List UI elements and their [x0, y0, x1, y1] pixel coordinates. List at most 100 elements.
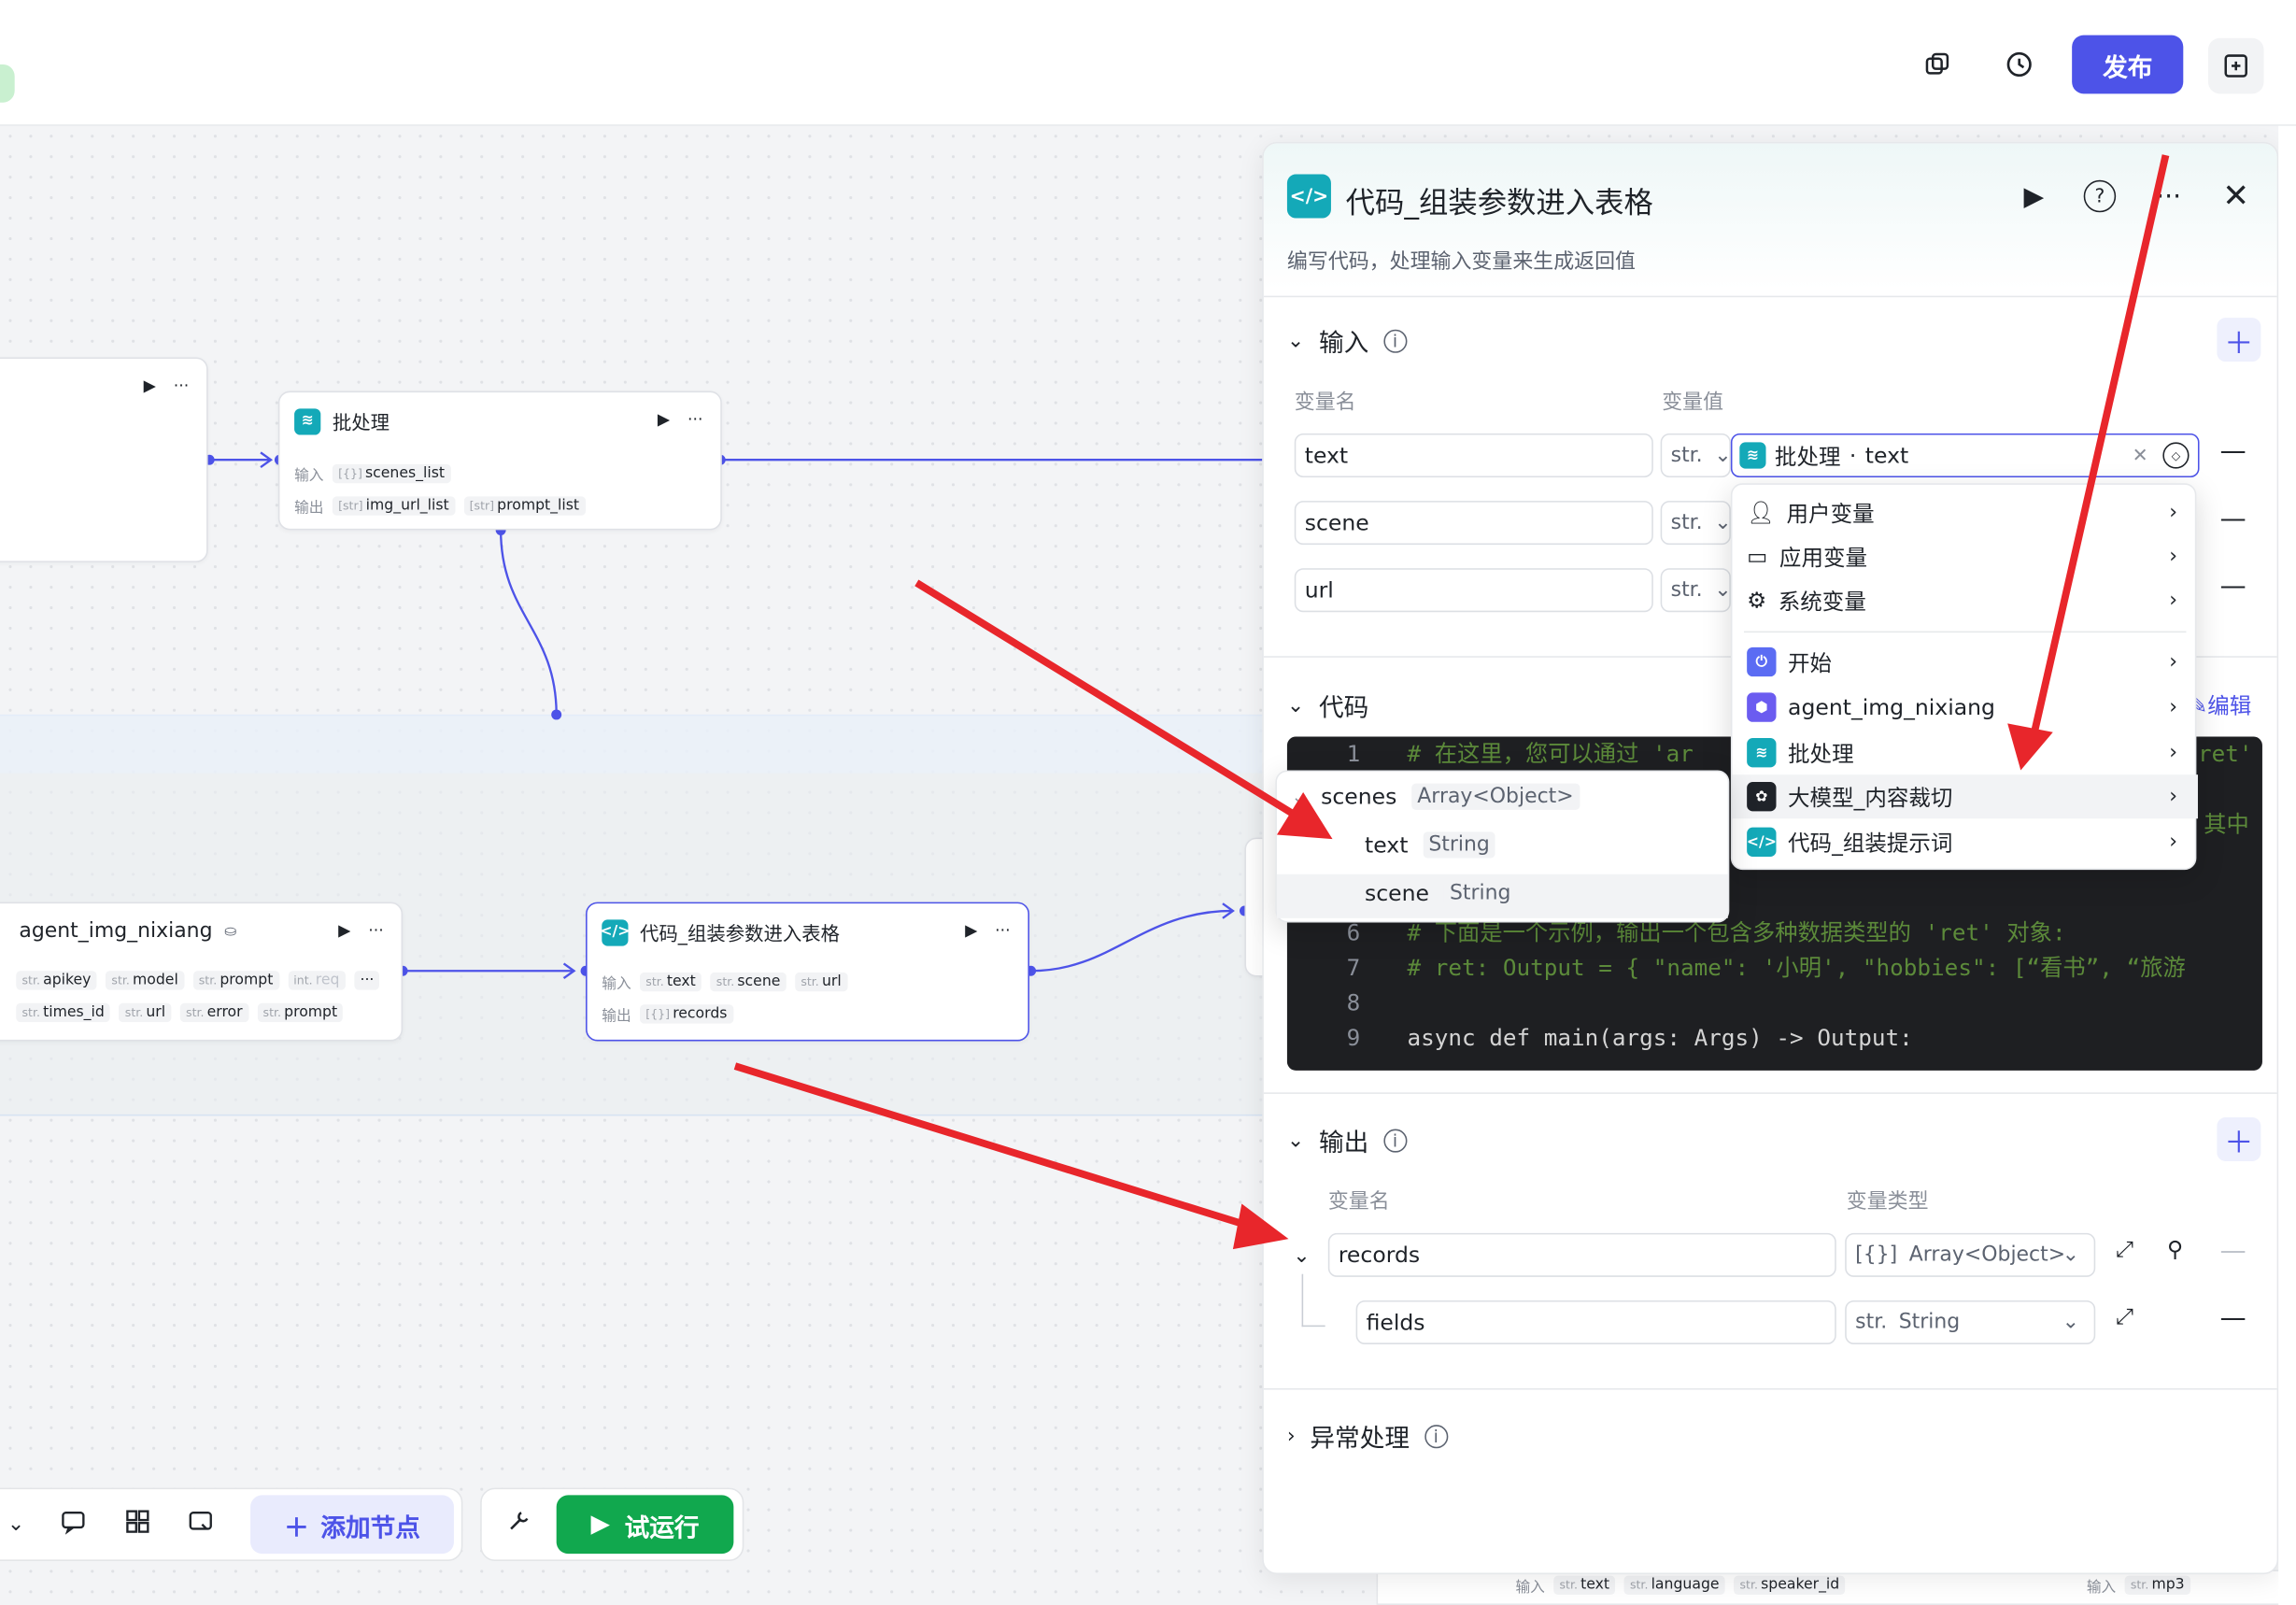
divider — [1263, 295, 2277, 298]
dropdown-item-app-vars[interactable]: ▭应用变量› — [1747, 543, 2178, 571]
batch-node-outputs: 输出 [str]img_url_list [str]prompt_list — [294, 495, 586, 517]
chevron-down-icon[interactable]: ⌄ — [7, 1513, 25, 1537]
chevron-down-icon[interactable]: ⌄ — [1293, 1244, 1311, 1269]
code-line: 7# ret: Output = { "name": '小明', "hobbie… — [1346, 955, 2186, 982]
output-child-type-select[interactable]: str.String⌄ — [1845, 1300, 2096, 1344]
code-node[interactable]: </>代码_组装参数进入表格 ▶··· 输入 str.text str.scen… — [586, 902, 1030, 1042]
run-icon[interactable]: ▶ — [965, 920, 978, 941]
chevron-right-icon: › — [2169, 501, 2178, 525]
more-icon[interactable]: ··· — [173, 376, 190, 396]
output-child-name-field[interactable]: fields — [1355, 1300, 1836, 1344]
run-icon[interactable]: ▶ — [657, 409, 671, 430]
dropdown-item-agent[interactable]: ⬢agent_img_nixiang› — [1732, 686, 2197, 730]
agent-node-row2: str.times_id str.url str.error str.promp… — [16, 1002, 344, 1023]
wrench-icon[interactable] — [505, 1509, 531, 1541]
output-type-select[interactable]: [{}]Array<Object>⌄ — [1845, 1232, 2096, 1277]
run-icon[interactable]: ▶ — [143, 376, 156, 396]
remove-input-button[interactable]: — — [2219, 571, 2246, 603]
code-section-header[interactable]: ⌄代码 — [1287, 687, 1368, 723]
run-icon[interactable]: ▶ — [2023, 180, 2045, 212]
clear-icon[interactable]: ✕ — [2132, 444, 2148, 467]
expand-icon[interactable]: ⤢ — [2116, 1235, 2134, 1263]
variable-dropdown: 👤︎用户变量› ▭应用变量› ⚙系统变量› ⏻开始› ⬢agent_img_ni… — [1730, 483, 2198, 871]
info-icon: i — [1424, 1424, 1448, 1448]
more-icon[interactable]: ··· — [687, 409, 703, 430]
minimap-icon[interactable] — [188, 1509, 214, 1541]
add-child-icon[interactable]: ⚲ — [2167, 1235, 2184, 1263]
remove-input-button[interactable]: — — [2219, 504, 2246, 535]
input-name-field[interactable]: scene — [1294, 501, 1653, 546]
chevron-right-icon: › — [2169, 741, 2178, 765]
add-output-button[interactable]: ＋ — [2217, 1117, 2261, 1162]
grid-layout-icon[interactable] — [124, 1509, 150, 1541]
dropdown-item-system-vars[interactable]: ⚙系统变量› — [1747, 587, 2178, 615]
divider — [1744, 631, 2187, 633]
input-type-select[interactable]: str.⌄ — [1660, 501, 1732, 546]
agent-node[interactable]: agent_img_nixiang⛀ ▶··· str.apikey str.m… — [0, 902, 404, 1042]
plus-icon: ＋ — [284, 1513, 309, 1543]
remove-output-button[interactable]: — — [2219, 1303, 2246, 1334]
publish-button[interactable]: 发布 — [2072, 35, 2184, 94]
col-var-name: 变量名 — [1294, 391, 1356, 415]
lock-icon: ⛀ — [224, 923, 237, 940]
help-icon[interactable]: ? — [2083, 179, 2117, 213]
param-tag: str.scene — [710, 972, 787, 992]
remove-input-button[interactable]: — — [2219, 436, 2246, 468]
dropdown-item-batch[interactable]: ≋批处理› — [1732, 731, 2197, 774]
dropdown-item-user-vars[interactable]: 👤︎用户变量› — [1747, 499, 2178, 527]
remove-output-button[interactable]: — — [2219, 1235, 2246, 1267]
chevron-down-icon: ⌄ — [1714, 578, 1732, 603]
close-icon[interactable]: ✕ — [2222, 178, 2250, 215]
variable-value-select[interactable]: ≋ 批处理 · text ✕ ◇ — [1730, 433, 2200, 478]
code-node-inputs: 输入 str.text str.scene str.url — [602, 971, 847, 993]
variable-picker-icon[interactable]: ◇ — [2162, 442, 2190, 469]
edit-code-link[interactable]: ✎编辑 — [2189, 692, 2252, 719]
input-name-field[interactable]: url — [1294, 568, 1653, 613]
expand-icon[interactable]: ⤢ — [2116, 1303, 2134, 1330]
divider — [1263, 1387, 2277, 1390]
start-node-partial[interactable]: ▶ ··· — [0, 357, 208, 562]
run-icon[interactable]: ▶ — [338, 920, 351, 941]
add-node-button[interactable]: ＋ 添加节点 — [250, 1495, 454, 1555]
more-tags-icon[interactable]: ··· — [354, 971, 380, 990]
param-tag: str.language — [1623, 1575, 1725, 1596]
tree-line — [1301, 1273, 1304, 1328]
input-type-select[interactable]: str.⌄ — [1660, 433, 1732, 478]
dropdown-item-code[interactable]: </>代码_组装提示词› — [1732, 820, 2197, 864]
history-icon[interactable] — [1999, 44, 2040, 85]
duplicate-icon[interactable] — [1917, 44, 1958, 85]
batch-node[interactable]: ≋批处理 ▶··· 输入 [{}]scenes_list 输出 [str]img… — [277, 391, 722, 531]
chevron-down-icon: ⌄ — [1286, 328, 1305, 352]
chevron-right-icon: › — [2169, 695, 2178, 719]
dropdown-item-llm[interactable]: ✿大模型_内容裁切› — [1732, 774, 2198, 819]
add-node-label: 添加节点 — [320, 1513, 420, 1543]
add-panel-icon[interactable] — [2207, 37, 2264, 94]
more-icon[interactable]: ··· — [2156, 180, 2182, 212]
input-section-title: 输入 — [1318, 329, 1369, 360]
output-label: 输出 — [602, 1009, 631, 1026]
chevron-down-icon: ⌄ — [1291, 786, 1307, 807]
input-type-select[interactable]: str.⌄ — [1660, 568, 1732, 613]
info-icon: i — [1382, 1128, 1408, 1152]
output-name-field[interactable]: records — [1327, 1232, 1836, 1277]
trial-run-button[interactable]: ▶试运行 — [556, 1495, 734, 1555]
add-input-button[interactable]: ＋ — [2217, 318, 2261, 362]
batch-node-title: 批处理 — [332, 413, 390, 435]
node-actions: ▶ ··· — [144, 376, 190, 395]
error-section-title: 异常处理 — [1310, 1425, 1410, 1455]
dropdown-item-start[interactable]: ⏻开始› — [1732, 640, 2197, 684]
chevron-down-icon: ⌄ — [1714, 443, 1732, 468]
more-icon[interactable]: ··· — [995, 920, 1011, 941]
chevron-down-icon: ⌄ — [1286, 693, 1305, 717]
comment-icon[interactable] — [60, 1509, 86, 1541]
input-name-field[interactable]: text — [1294, 433, 1653, 478]
param-tag: [str]prompt_list — [463, 496, 586, 516]
more-icon[interactable]: ··· — [368, 920, 384, 941]
